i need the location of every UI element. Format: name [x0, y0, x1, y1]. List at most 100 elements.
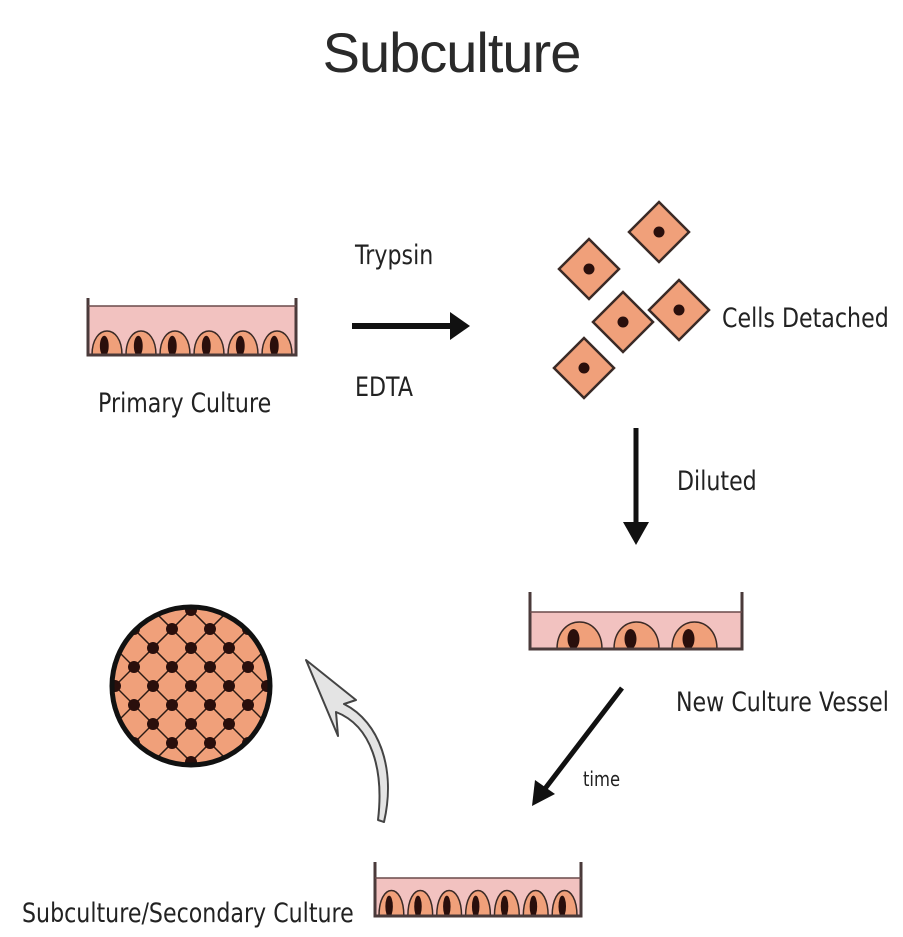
cell-nucleus [147, 718, 159, 730]
cell-nucleus [280, 775, 292, 787]
cell-nucleus [185, 680, 197, 692]
diluted-arrow [623, 428, 649, 545]
cell-nucleus [204, 699, 216, 711]
cell-nucleus [299, 718, 311, 730]
cell-nucleus [270, 336, 279, 356]
cell-nucleus [280, 661, 292, 673]
cell-nucleus [674, 305, 685, 316]
cell-nucleus [100, 336, 109, 356]
cell-nucleus [166, 699, 178, 711]
cell-nucleus [71, 604, 83, 616]
cell-nucleus [185, 566, 197, 578]
cell-nucleus [204, 775, 216, 787]
cell-nucleus [223, 680, 235, 692]
cell-nucleus [71, 794, 83, 806]
cell-boundary [0, 604, 121, 768]
cell-nucleus [109, 604, 121, 616]
cell-nucleus [71, 756, 83, 768]
trypsin-arrow [352, 312, 470, 340]
cell-nucleus [147, 794, 159, 806]
cell-nucleus [90, 699, 102, 711]
curved-return-arrow [306, 660, 388, 822]
cell-nucleus [261, 794, 273, 806]
cell-nucleus [472, 896, 480, 918]
cell-nucleus [568, 629, 580, 649]
cell-nucleus [683, 629, 695, 649]
cell-boundary [0, 604, 45, 768]
cell-nucleus [166, 737, 178, 749]
cell-nucleus [166, 775, 178, 787]
cell-nucleus [236, 336, 245, 356]
cell-nucleus [90, 661, 102, 673]
cell-nucleus [166, 623, 178, 635]
cell-nucleus [530, 896, 538, 918]
new-culture-vessel [530, 592, 742, 649]
cell-nucleus [280, 737, 292, 749]
time-label: time [583, 767, 620, 791]
diluted-label: Diluted [677, 466, 757, 497]
cell-nucleus [109, 794, 121, 806]
cell-nucleus [261, 604, 273, 616]
cell-nucleus [280, 585, 292, 597]
cell-nucleus [134, 336, 143, 356]
cell-nucleus [579, 363, 590, 374]
cell-boundary [375, 604, 539, 768]
cell-nucleus [443, 896, 451, 918]
cells-detached-label: Cells Detached [722, 303, 889, 334]
cell-nucleus [90, 775, 102, 787]
cell-nucleus [501, 896, 509, 918]
cell-nucleus [109, 756, 121, 768]
cell-nucleus [71, 680, 83, 692]
cell-boundary [375, 604, 539, 768]
cell-boundary [261, 604, 425, 768]
cell-boundary [0, 604, 7, 768]
edta-label: EDTA [355, 372, 413, 403]
cell-boundary [0, 604, 45, 768]
cell-nucleus [147, 680, 159, 692]
cell-nucleus [90, 585, 102, 597]
cell-nucleus [166, 661, 178, 673]
cell-nucleus [185, 794, 197, 806]
cell-boundary [337, 604, 501, 768]
subculture-secondary-label: Subculture/Secondary Culture [22, 898, 354, 929]
cell-boundary [0, 604, 121, 768]
cell-boundary [0, 604, 83, 768]
cell-nucleus [71, 642, 83, 654]
cell-nucleus [204, 661, 216, 673]
cell-boundary [337, 604, 501, 768]
cell-boundary [0, 604, 7, 768]
cell-nucleus [223, 566, 235, 578]
cell-nucleus [299, 604, 311, 616]
cell-nucleus [166, 585, 178, 597]
cell-nucleus [625, 629, 637, 649]
trypsin-label: Trypsin [355, 240, 433, 271]
cell-nucleus [90, 623, 102, 635]
cell-nucleus [128, 661, 140, 673]
cell-nucleus [202, 336, 211, 356]
cell-nucleus [242, 775, 254, 787]
cell-nucleus [223, 794, 235, 806]
cell-nucleus [128, 775, 140, 787]
cell-boundary [0, 604, 83, 768]
confluent-culture-vessel [375, 862, 581, 917]
detached-cells [554, 202, 709, 398]
cell-nucleus [128, 699, 140, 711]
cell-nucleus [90, 737, 102, 749]
cell-nucleus [109, 566, 121, 578]
primary-culture-vessel [88, 298, 296, 356]
cell-nucleus [242, 585, 254, 597]
cell-nucleus [204, 585, 216, 597]
cell-nucleus [147, 566, 159, 578]
cell-nucleus [71, 718, 83, 730]
cell-boundary [261, 604, 425, 768]
cell-nucleus [147, 642, 159, 654]
cell-nucleus [185, 642, 197, 654]
cell-nucleus [299, 794, 311, 806]
cell-nucleus [223, 642, 235, 654]
cell-nucleus [261, 756, 273, 768]
cell-nucleus [618, 317, 629, 328]
cell-nucleus [223, 718, 235, 730]
cell-nucleus [128, 585, 140, 597]
